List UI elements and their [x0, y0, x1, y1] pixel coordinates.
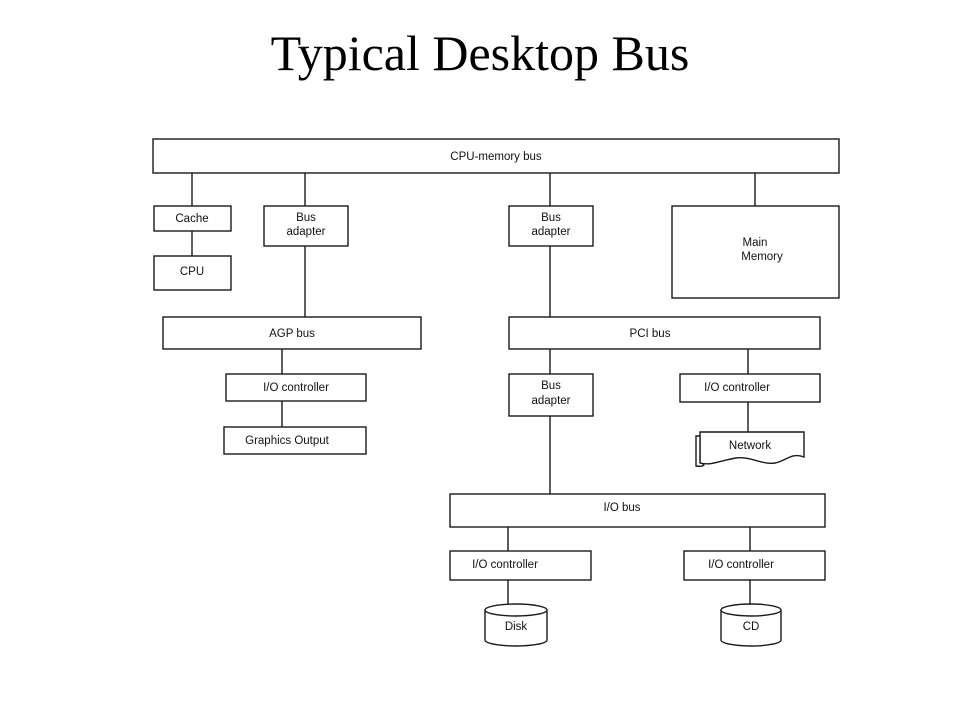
main-memory-line1: Main	[743, 237, 768, 249]
bus-adapter-io-box	[508, 373, 594, 417]
network-shape	[699, 431, 805, 465]
bus-adapter-agp-box	[263, 205, 349, 247]
io-controller-network-label: I/O controller	[704, 382, 770, 394]
bus-adapter-pci-box	[508, 205, 594, 247]
io-controller-graphics-box	[225, 373, 367, 402]
cpu-label: CPU	[180, 266, 204, 278]
bus-adapter-pci-line2: adapter	[531, 226, 570, 238]
disk-cylinder	[484, 603, 548, 647]
cpu-box	[153, 255, 232, 291]
disk-label: Disk	[505, 621, 528, 633]
bus-adapter-io-line1: Bus	[541, 380, 561, 392]
bus-adapter-agp-line1: Bus	[296, 212, 316, 224]
main-memory-box	[671, 205, 840, 299]
pci-bus-label: PCI bus	[630, 328, 671, 340]
agp-bus-box	[162, 316, 422, 350]
io-bus-label: I/O bus	[603, 502, 640, 514]
io-controller-network-box	[679, 373, 821, 403]
cpu-memory-bus-box	[152, 138, 840, 174]
io-controller-disk-box	[449, 550, 592, 581]
connectors	[191, 173, 756, 606]
network-label: Network	[729, 440, 771, 452]
cd-cylinder	[720, 603, 782, 647]
agp-bus-label: AGP bus	[269, 328, 315, 340]
network-shape-back	[695, 435, 705, 467]
io-bus-box	[449, 493, 826, 528]
pci-bus-box	[508, 316, 821, 350]
io-controller-disk-label: I/O controller	[472, 559, 538, 571]
slide-title: Typical Desktop Bus	[270, 25, 690, 81]
bus-adapter-io-line2: adapter	[531, 395, 570, 407]
graphics-output-label: Graphics Output	[245, 435, 330, 447]
main-memory-line2: Memory	[741, 251, 783, 263]
io-controller-graphics-label: I/O controller	[263, 382, 329, 394]
bus-adapter-agp-line2: adapter	[286, 226, 325, 238]
graphics-output-box	[223, 426, 367, 455]
io-controller-cd-box	[683, 550, 826, 581]
cpu-memory-bus-label: CPU-memory bus	[450, 151, 542, 163]
bus-adapter-pci-line1: Bus	[541, 212, 561, 224]
io-controller-cd-label: I/O controller	[708, 559, 774, 571]
cache-box	[153, 205, 232, 232]
cache-label: Cache	[175, 213, 208, 225]
cd-label: CD	[743, 621, 760, 633]
